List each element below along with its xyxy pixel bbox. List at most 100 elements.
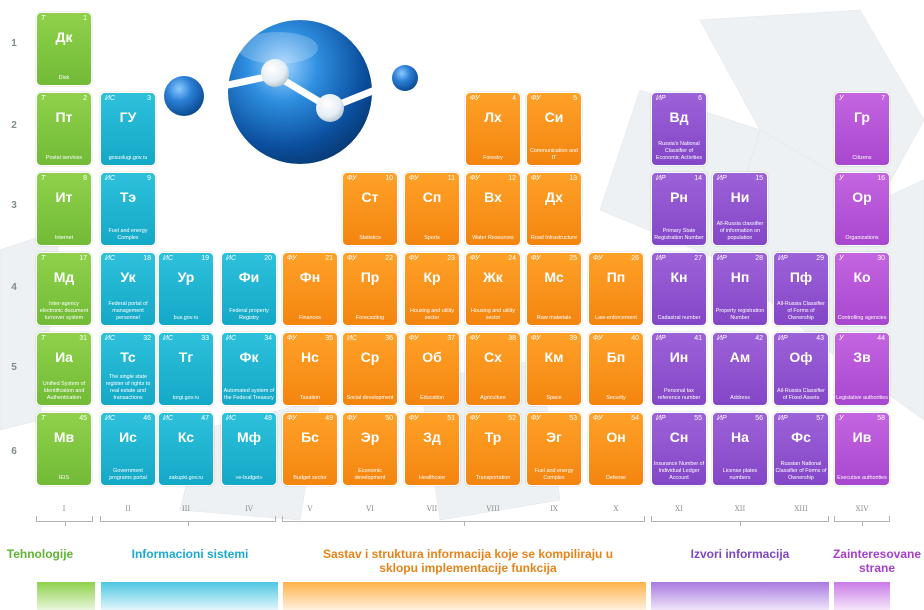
tile-number: 32 <box>143 335 151 342</box>
tile-name: Personal tax reference number <box>657 388 701 401</box>
column-number: VI <box>366 505 374 513</box>
tile-category: ФУ <box>470 415 480 422</box>
tile-category: ИС <box>347 335 358 342</box>
tile-category: Т <box>41 415 46 422</box>
tile-name: Legislative authorities <box>836 395 888 401</box>
tile-number: 42 <box>755 335 763 342</box>
tile-category: У <box>839 175 844 182</box>
tile-name: Federal property Registry <box>229 308 269 321</box>
tile-number: 20 <box>264 255 272 262</box>
tile-number: 33 <box>201 335 209 342</box>
tile-symbol: Мд <box>53 269 75 285</box>
tile-name: Law-enforcement <box>595 315 637 321</box>
tile-number: 50 <box>385 415 393 422</box>
column-number: XI <box>675 505 683 513</box>
tile-category: Т <box>41 255 46 262</box>
tile-number: 23 <box>447 255 455 262</box>
tile-symbol: ГУ <box>119 109 137 125</box>
tile-name: Healthcare <box>418 475 446 481</box>
tile-category: ИС <box>163 335 174 342</box>
tile-category: ФУ <box>347 175 357 182</box>
row-number: 1 <box>11 38 17 49</box>
tile-category: ФУ <box>287 415 297 422</box>
tile-category: ИС <box>105 415 116 422</box>
tile-symbol: Эг <box>546 429 562 445</box>
tile-category: ИР <box>656 335 666 342</box>
tile-symbol: Об <box>422 349 442 365</box>
tile-category: ИР <box>717 415 727 422</box>
tile-symbol: Фн <box>299 269 321 285</box>
group-bar-information-sources <box>651 582 829 610</box>
tile-category: ФУ <box>287 255 297 262</box>
bracket-tick <box>463 521 465 526</box>
tile-name: Forestry <box>483 155 503 161</box>
group-label-composition-structure: Sastav i struktura informacija koje se k… <box>322 547 614 575</box>
column-number: III <box>181 505 191 513</box>
tile-number: 6 <box>698 95 702 102</box>
tile-name: bus.gov.ru <box>173 315 199 321</box>
tile-category: ФУ <box>593 415 603 422</box>
tile-symbol: Оф <box>789 349 813 365</box>
tile-category: ФУ <box>287 335 297 342</box>
tile-symbol: Ам <box>729 349 751 365</box>
